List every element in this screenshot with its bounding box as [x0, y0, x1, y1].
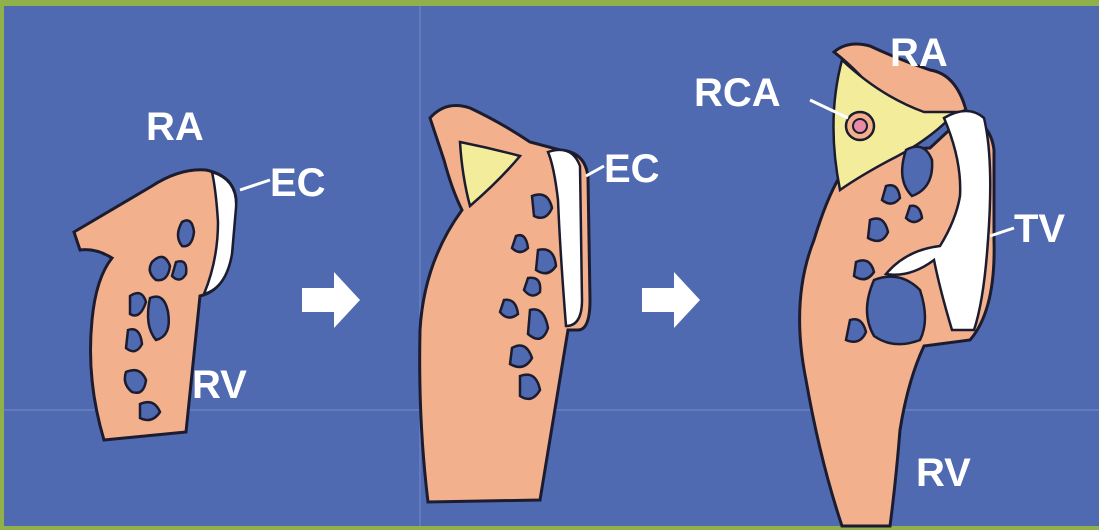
panel1-label-rv: RV — [192, 363, 247, 407]
transition-arrow-1 — [302, 272, 360, 328]
panel2-label-ec: EC — [604, 147, 660, 191]
panel3-label-rv: RV — [916, 451, 971, 495]
panel1-label-ec: EC — [270, 161, 326, 205]
panel-2: EC — [420, 106, 660, 502]
panel3-label-rca: RCA — [694, 71, 781, 115]
transition-arrow-2 — [642, 272, 700, 328]
panel-3: RCA RA TV RV — [694, 31, 1065, 526]
panel3-label-ra: RA — [890, 31, 948, 75]
panel3-label-tv: TV — [1014, 207, 1065, 251]
panel-1: RA EC RV — [74, 105, 326, 440]
panel1-label-ra: RA — [146, 105, 204, 149]
panel3-rca-lumen — [853, 119, 867, 133]
